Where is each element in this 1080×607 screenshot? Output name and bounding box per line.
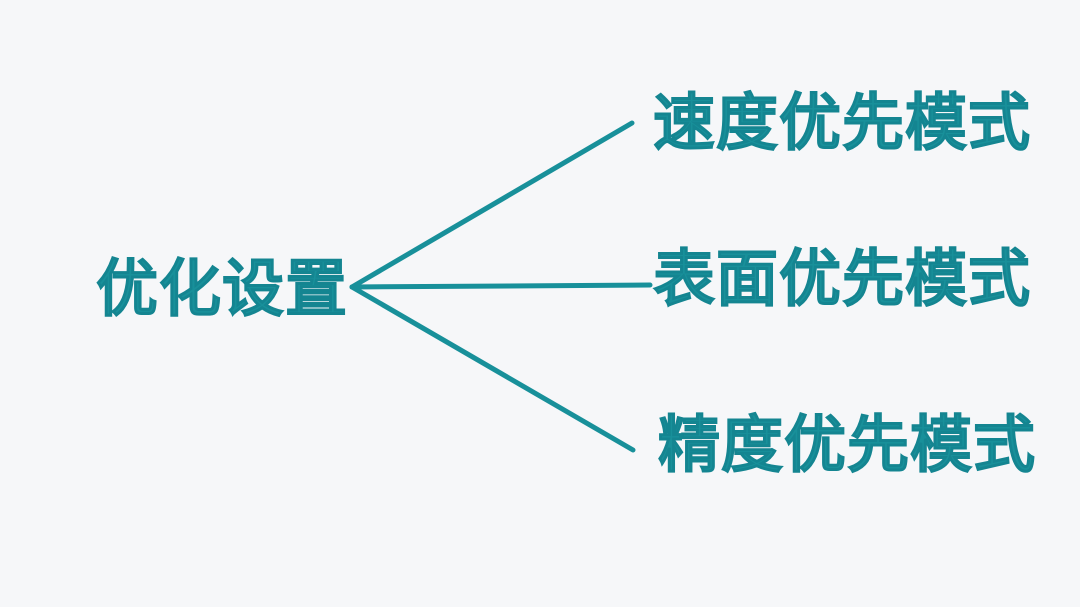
- branch-node-label-surface-priority: 表面优先模式: [652, 245, 1032, 314]
- connector-line-top: [349, 120, 635, 290]
- branch-node-label-speed-priority: 速度优先模式: [652, 89, 1032, 158]
- branch-node-label-precision-priority: 精度优先模式: [657, 411, 1037, 480]
- connector-line-bottom: [349, 284, 636, 453]
- connector-line-middle: [349, 282, 653, 290]
- root-node-label: 优化设置: [95, 255, 349, 324]
